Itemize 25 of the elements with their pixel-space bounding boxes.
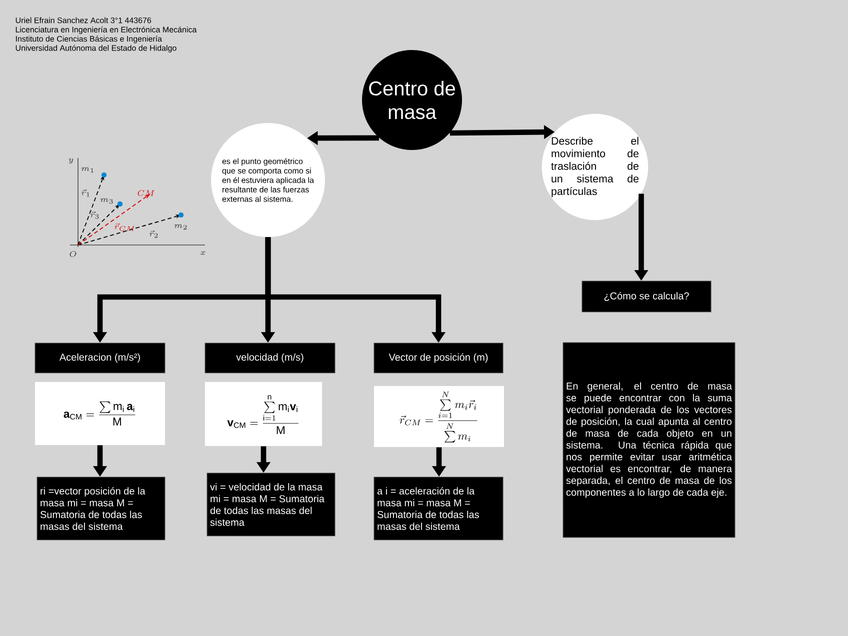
- vector-label: $\vec{r}_{CM}$: [114, 223, 134, 231]
- vector-label: $m_2$: [174, 224, 187, 230]
- heading-box: Aceleracion (m/s²): [34, 342, 166, 374]
- heading-box: Vector de posición (m): [374, 342, 504, 374]
- heading-box: ¿Cómo se calcula?: [582, 280, 712, 312]
- header-text: Uriel Efrain Sanchez Acolt 3°1 443676: [16, 17, 152, 24]
- header-text: Universidad Autónoma del Estado de Hidalgo: [16, 44, 176, 52]
- formula-box: $\vec{r}_{CM} = \frac{\sum\limits_{i=1}^{N} m_i \vec{r}_i}{\sum\limits^{N} m_i}$: [374, 386, 504, 448]
- definition-box: a i = aceleración de la masa mi = masa M = Sumatoria de todas las masas del sistema: [374, 476, 504, 540]
- formula-box: $\mathbf{v}_{\mathrm{CM}} = \frac{\sum\limits_{\mathrm{i}=1}^{\mathrm{n}} \mathrm{m}_{\mathrm{i}}\mathbf{v}_{\mathrm{i}}}{\mathrm{M}}$: [204, 382, 322, 446]
- explanation-box: En general, el centro de masa se puede encontrar con la suma vectorial ponderada de los vectores de posición, la cual apunta al centro de masa de cada objeto en un sistema. Una técnica rápida que nos permite evitar usar aritmética vectorial es encontrar, de manera separada, el centro de masa de los componentes a lo largo de cada eje.: [562, 342, 736, 538]
- vector-label: $x$: [200, 251, 206, 255]
- header-text: Instituto de Ciencias Básicas e Ingeniería: [16, 36, 162, 44]
- vector-label: $\vec{r}_3$: [90, 211, 99, 219]
- definition-box: vi = velocidad de la masa mi = masa M = Sumatoria de todas las masas del sistema: [206, 472, 336, 536]
- heading-box: velocidad (m/s): [204, 342, 336, 374]
- vector-label: $m_1$: [82, 167, 94, 172]
- definition-box: ri =vector posición de la masa mi = masa M = Sumatoria de todas las masas del sistema: [36, 476, 166, 540]
- vector-label: $y$: [68, 158, 74, 164]
- vector-label: $\vec{r}_1$: [82, 189, 90, 197]
- vector-label: $m_3$: [100, 198, 113, 204]
- vector-label: $O$: [70, 251, 76, 257]
- formula-box: $\mathbf{a}_{\mathrm{CM}} = \frac{\sum \mathrm{m}_{\mathrm{i}}\,\mathbf{a}_{\mathrm{i}}}{\mathrm{M}}$: [35, 382, 165, 445]
- header-text: Licenciatura en Ingeniería en Electrónica Mecánica: [16, 26, 197, 34]
- vector-label: $\vec{r}_2$: [150, 230, 158, 238]
